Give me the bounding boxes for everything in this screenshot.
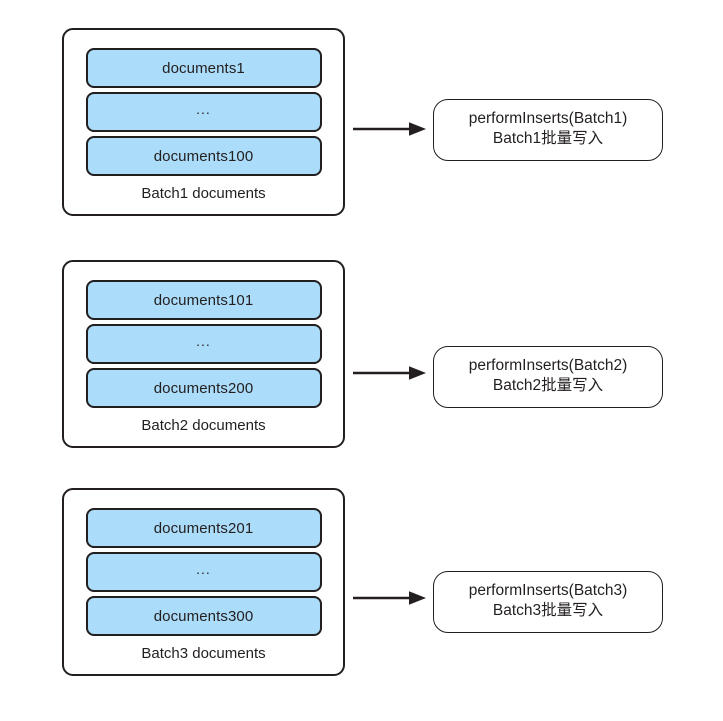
batch-group-3: documents201 ... documents300 Batch3 doc… — [62, 488, 345, 676]
document-row-ellipsis: ... — [85, 324, 322, 364]
document-row: documents1 — [85, 48, 322, 88]
document-row: documents201 — [85, 508, 322, 548]
action-description-label: Batch3批量写入 — [492, 601, 604, 619]
action-call-label: performInserts(Batch3) — [468, 582, 628, 599]
document-row: documents100 — [85, 136, 322, 176]
document-row: documents200 — [85, 368, 322, 408]
perform-inserts-box-1: performInserts(Batch1) Batch1批量写入 — [433, 99, 663, 161]
arrow-right-icon — [353, 588, 427, 608]
perform-inserts-box-3: performInserts(Batch3) Batch3批量写入 — [433, 571, 663, 633]
batch-group-caption: Batch3 documents — [141, 645, 266, 662]
document-row: documents101 — [85, 280, 322, 320]
batch-group-2: documents101 ... documents200 Batch2 doc… — [62, 260, 345, 448]
arrow-right-icon — [353, 363, 427, 383]
document-row-ellipsis: ... — [85, 552, 322, 592]
document-row: documents300 — [85, 596, 322, 636]
action-call-label: performInserts(Batch1) — [468, 110, 628, 127]
document-list-2: documents101 ... documents200 — [85, 280, 322, 408]
perform-inserts-box-2: performInserts(Batch2) Batch2批量写入 — [433, 346, 663, 408]
action-call-label: performInserts(Batch2) — [468, 357, 628, 374]
batch-group-caption: Batch2 documents — [141, 417, 266, 434]
document-row-ellipsis: ... — [85, 92, 322, 132]
batch-group-1: documents1 ... documents100 Batch1 docum… — [62, 28, 345, 216]
arrow-right-icon — [353, 119, 427, 139]
action-description-label: Batch2批量写入 — [492, 376, 604, 394]
document-list-3: documents201 ... documents300 — [85, 508, 322, 636]
batch-group-caption: Batch1 documents — [141, 185, 266, 202]
document-list-1: documents1 ... documents100 — [85, 48, 322, 176]
action-description-label: Batch1批量写入 — [492, 129, 604, 147]
